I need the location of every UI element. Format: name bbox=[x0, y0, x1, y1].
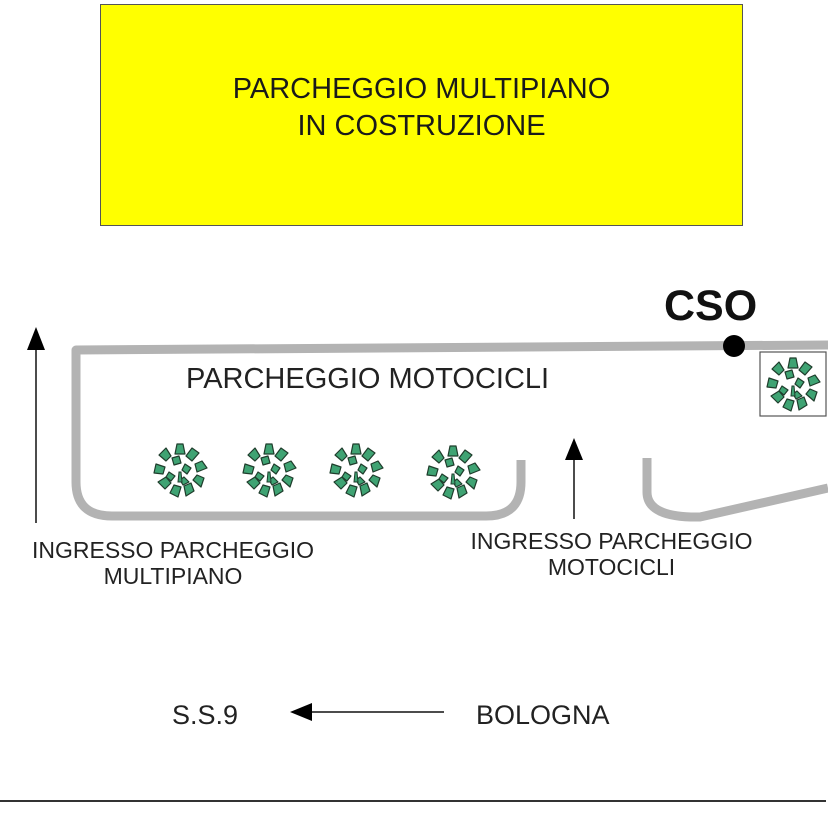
arrow-up-icon bbox=[27, 327, 45, 350]
road-right-branch bbox=[642, 458, 828, 522]
arrow-left-icon bbox=[290, 703, 312, 721]
cso-label: CSO bbox=[664, 282, 758, 330]
destination-ss9-label: S.S.9 bbox=[172, 700, 239, 730]
tree-icon bbox=[242, 443, 297, 498]
entrance-motorcycle-label: INGRESSO PARCHEGGIO MOTOCICLI bbox=[470, 528, 753, 581]
motorcycle-lot-label: PARCHEGGIO MOTOCICLI bbox=[186, 363, 550, 395]
destination-bologna-label: BOLOGNA bbox=[476, 700, 610, 730]
tree-icon bbox=[426, 445, 481, 500]
construction-area: PARCHEGGIO MULTIPIANO IN COSTRUZIONE bbox=[100, 4, 743, 226]
arrow-up-icon bbox=[565, 438, 583, 460]
tree-icon bbox=[329, 443, 384, 498]
construction-label: PARCHEGGIO MULTIPIANO IN COSTRUZIONE bbox=[232, 73, 611, 142]
tree-icon bbox=[153, 443, 208, 498]
road-lot-outline bbox=[71, 340, 828, 521]
entrance-multistorey-label: INGRESSO PARCHEGGIO MULTIPIANO bbox=[31, 537, 314, 590]
location-dot-icon bbox=[723, 335, 745, 357]
